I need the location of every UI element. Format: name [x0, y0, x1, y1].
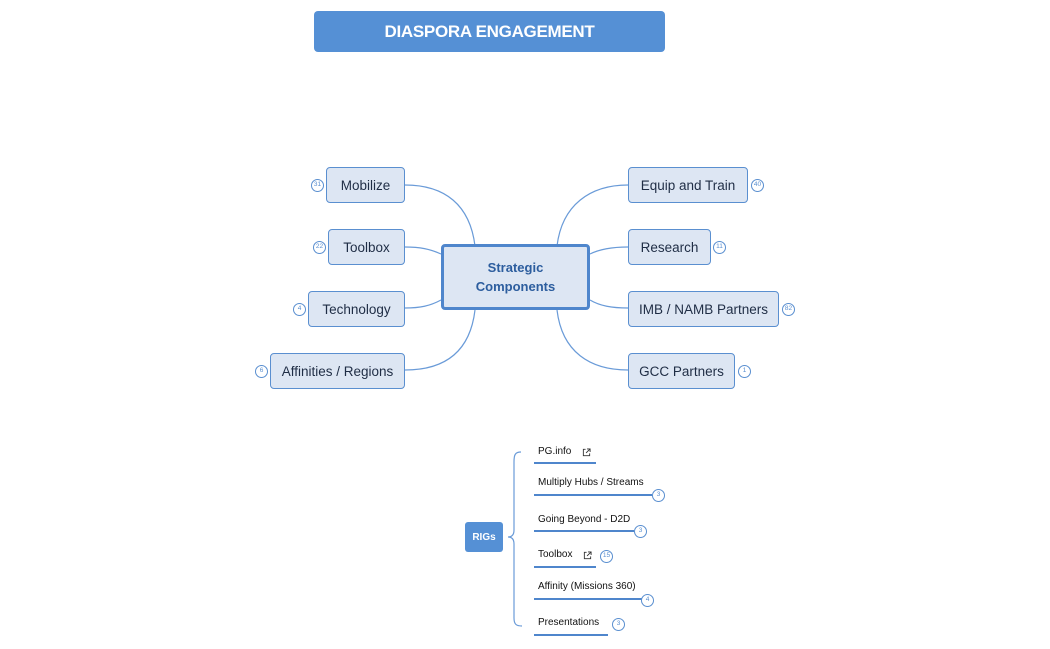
connector-gcc [556, 309, 629, 371]
count-badge[interactable]: 31 [311, 179, 324, 192]
topic-affinities-regions[interactable]: Affinities / Regions [270, 353, 405, 389]
rigs-item-underline [534, 462, 596, 464]
rigs-topic[interactable]: RIGs [465, 522, 503, 552]
topic-label: IMB / NAMB Partners [638, 301, 769, 317]
rigs-item-affinity[interactable]: Affinity (Missions 360) [538, 581, 636, 592]
count-badge[interactable]: 11 [713, 241, 726, 254]
count-badge[interactable]: 4 [641, 594, 654, 607]
connector-research [589, 246, 629, 255]
count-badge[interactable]: 4 [293, 303, 306, 316]
count-badge[interactable]: 6 [255, 365, 268, 378]
count-badge[interactable]: 15 [600, 550, 613, 563]
rigs-item-multiply-hubs[interactable]: Multiply Hubs / Streams [538, 477, 644, 488]
topic-research[interactable]: Research [628, 229, 711, 265]
count-badge[interactable]: 1 [738, 365, 751, 378]
connector-mobilize [404, 184, 476, 247]
count-badge[interactable]: 3 [634, 525, 647, 538]
count-badge[interactable]: 3 [612, 618, 625, 631]
topic-label: GCC Partners [639, 363, 724, 379]
topic-mobilize[interactable]: Mobilize [326, 167, 405, 203]
count-badge[interactable]: 40 [751, 179, 764, 192]
topic-label: Affinities / Regions [281, 363, 394, 379]
rigs-item-underline [534, 634, 608, 636]
rigs-item-underline [534, 598, 642, 600]
count-badge[interactable]: 3 [652, 489, 665, 502]
rigs-item-toolbox[interactable]: Toolbox [538, 549, 573, 560]
connector-imb [589, 299, 629, 309]
rigs-bracket [507, 451, 523, 627]
topic-toolbox[interactable]: Toolbox [328, 229, 405, 265]
rigs-item-underline [534, 566, 596, 568]
topic-label: Technology [322, 301, 391, 317]
topic-technology[interactable]: Technology [308, 291, 405, 327]
topic-equip-and-train[interactable]: Equip and Train [628, 167, 748, 203]
topic-imb-namb-partners[interactable]: IMB / NAMB Partners [628, 291, 779, 327]
count-badge[interactable]: 82 [782, 303, 795, 316]
topic-label: Toolbox [343, 239, 390, 255]
central-topic-line1: Strategic [487, 260, 544, 275]
external-link-icon[interactable] [582, 448, 591, 457]
connector-equip [556, 184, 629, 247]
rigs-item-underline [534, 530, 634, 532]
topic-gcc-partners[interactable]: GCC Partners [628, 353, 735, 389]
topic-label: Mobilize [340, 177, 391, 193]
connector-affinities [404, 309, 476, 371]
connector-technology [404, 299, 442, 309]
rigs-item-underline [534, 494, 652, 496]
central-topic-line2: Components [475, 279, 556, 294]
central-topic[interactable]: Strategic Components [441, 244, 590, 310]
connector-toolbox [404, 246, 442, 255]
external-link-icon[interactable] [583, 551, 592, 560]
page-title: DIASPORA ENGAGEMENT [314, 11, 665, 52]
rigs-item-pg-info[interactable]: PG.info [538, 446, 572, 457]
count-badge[interactable]: 22 [313, 241, 326, 254]
rigs-item-presentations[interactable]: Presentations [538, 617, 600, 628]
topic-label: Research [640, 239, 699, 255]
topic-label: Equip and Train [640, 177, 736, 193]
rigs-item-going-beyond[interactable]: Going Beyond - D2D [538, 514, 631, 525]
